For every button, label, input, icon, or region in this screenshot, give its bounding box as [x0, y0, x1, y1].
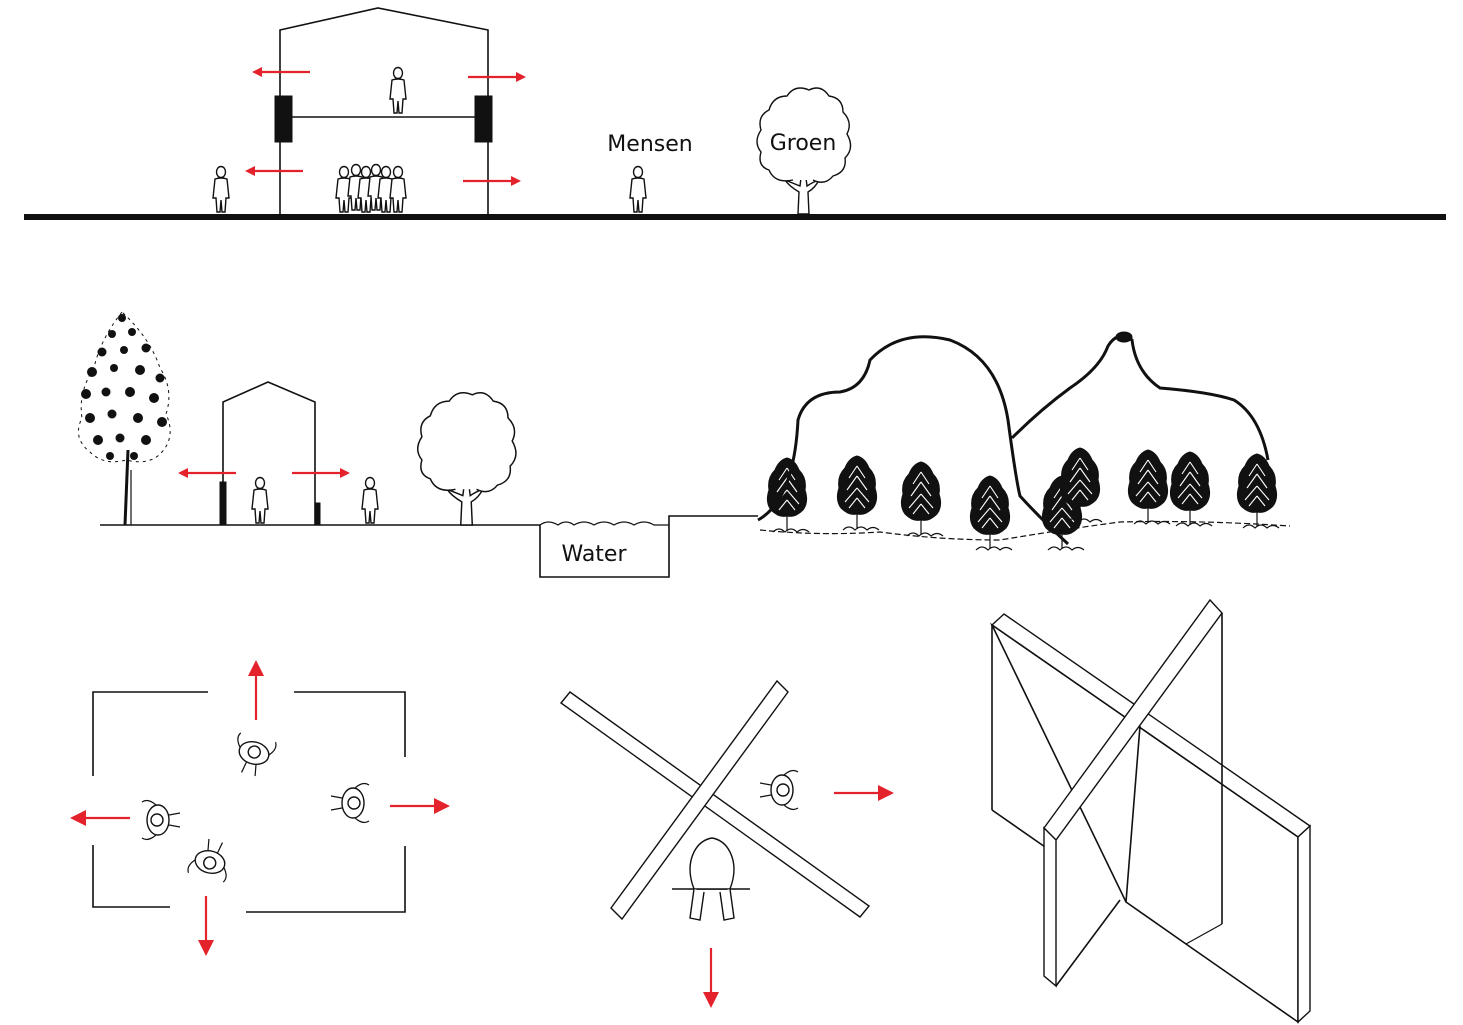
forest-icon	[759, 447, 1291, 551]
canopy-curve-right	[1010, 334, 1270, 461]
label-people: Mensen	[607, 132, 692, 157]
person-topview-icon	[330, 782, 370, 824]
arrow-icon	[68, 808, 132, 828]
arrow-icon	[196, 894, 216, 958]
section-landscape-row: Water	[77, 311, 1291, 578]
seated-person-icon	[672, 837, 750, 921]
person-topview-icon	[141, 799, 181, 841]
section-building-row: Mensen Groen	[24, 7, 1446, 220]
arrow-icon	[701, 946, 721, 1010]
arrow-icon	[466, 70, 528, 84]
person-icon	[629, 165, 647, 213]
person-topview-icon	[759, 769, 799, 811]
tall-tree-icon	[77, 311, 171, 526]
person-icon	[389, 66, 407, 114]
arrow-icon	[461, 174, 523, 188]
wall-block-right	[474, 95, 493, 143]
arrow-icon	[388, 796, 452, 816]
wall-post-right	[314, 502, 321, 526]
person-icon	[361, 476, 379, 524]
tree-icon	[416, 391, 517, 526]
axonometric-cross-walls	[989, 598, 1312, 1024]
arrow-icon	[243, 164, 305, 178]
arrow-icon	[246, 658, 266, 722]
wall-post-left	[219, 481, 227, 526]
building-outline	[279, 7, 489, 215]
arrow-icon	[250, 65, 312, 79]
label-water: Water	[561, 542, 627, 567]
person-icon	[212, 165, 230, 213]
group-of-people-icon	[335, 163, 407, 213]
wall-block-left	[274, 95, 293, 143]
label-green: Groen	[770, 131, 837, 156]
plan-cross-walls	[559, 679, 896, 1010]
person-icon	[251, 476, 269, 524]
arrow-icon	[290, 466, 352, 480]
house-outline	[222, 381, 316, 525]
person-topview-icon	[228, 731, 278, 780]
canopy-curve-left	[757, 335, 1070, 546]
plan-open-square	[68, 658, 452, 958]
water-waves	[539, 521, 669, 526]
person-topview-icon	[186, 835, 236, 884]
arrow-icon	[832, 783, 896, 803]
arrow-icon	[176, 466, 238, 480]
canopy-peak	[1115, 331, 1133, 343]
